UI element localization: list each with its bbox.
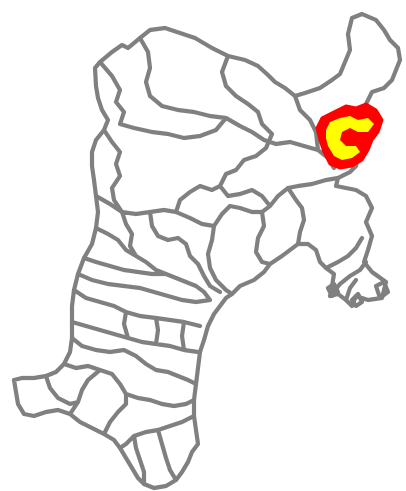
coastal-islands (325, 279, 391, 309)
highlighted-municipality-fill (326, 116, 374, 160)
municipal-boundaries-north (97, 35, 341, 215)
municipal-boundaries-south (43, 287, 203, 487)
highlighted-municipality[interactable] (315, 102, 384, 170)
municipal-boundaries-central (75, 183, 369, 305)
